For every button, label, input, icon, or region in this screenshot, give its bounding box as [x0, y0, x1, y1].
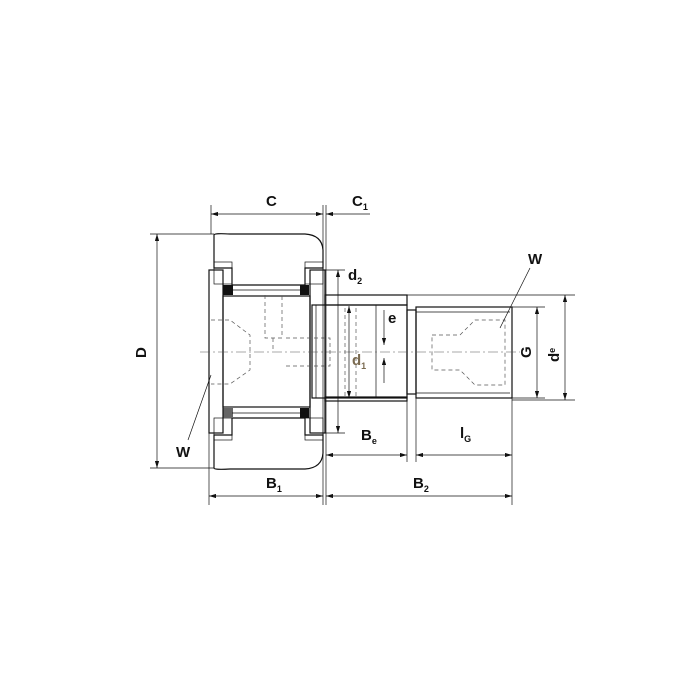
label-lG: lG [460, 425, 471, 444]
label-W-right: W [528, 251, 543, 268]
label-d1: d1 [352, 352, 366, 371]
label-C1: C1 [352, 193, 368, 212]
label-D: D [133, 347, 150, 358]
thread [415, 306, 513, 399]
seal-right-bottom [304, 417, 324, 441]
stud [200, 269, 520, 434]
dimension-lines [154, 211, 568, 499]
label-de: de [546, 348, 563, 362]
leader-W-right [499, 267, 531, 329]
label-C: C [266, 193, 277, 210]
extension-lines [150, 205, 575, 505]
label-B2: B2 [413, 475, 429, 494]
label-W-left: W [176, 444, 191, 461]
label-B1: B1 [266, 475, 282, 494]
label-e: e [388, 310, 396, 327]
label-Be: Be [361, 427, 377, 446]
label-G: G [518, 346, 535, 358]
leader-W-left [187, 374, 212, 441]
outer-ring [213, 233, 324, 470]
label-d2: d2 [348, 267, 362, 286]
seal-right-top [304, 261, 324, 285]
